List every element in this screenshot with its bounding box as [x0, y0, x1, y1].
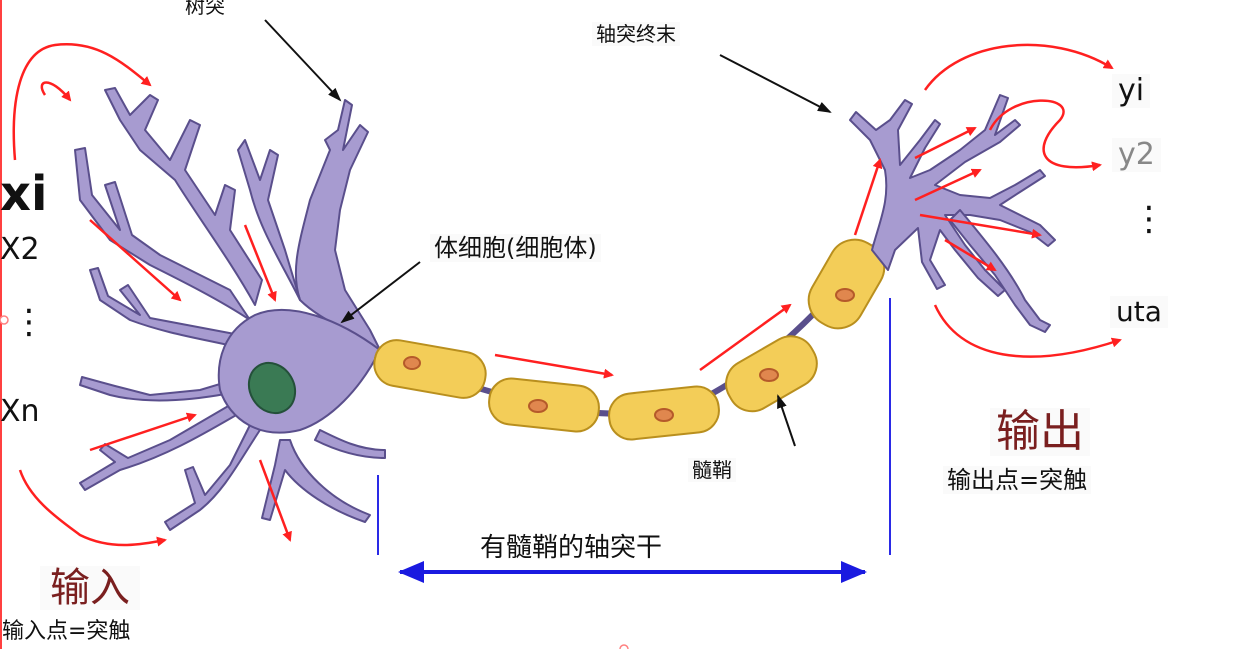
cell-nucleus: [247, 361, 297, 415]
axon-terminal: [849, 94, 1056, 333]
myelin-sheath: [373, 238, 886, 441]
myelinated-axon-label: 有髓鞘的轴突干: [480, 533, 663, 563]
signal-arrows: [12, 42, 1122, 547]
input-x2-label: X2: [0, 232, 40, 267]
output-ellipsis: ⋮: [1132, 199, 1166, 239]
pointer-arrows: [264, 19, 832, 447]
soma-label: 体细胞(细胞体): [430, 234, 601, 262]
input-x1-label: xi: [0, 166, 48, 222]
myelin-label: 髓鞘: [688, 458, 736, 482]
output-note: 输出点=突触: [943, 466, 1092, 494]
output-title: 输出: [990, 408, 1090, 456]
axon-terminal-label: 轴突终末: [592, 22, 680, 46]
cell-body: [74, 87, 386, 531]
input-xn-label: Xn: [0, 394, 40, 429]
output-y2-label: y2: [1112, 138, 1161, 172]
axon-span-indicator: [377, 298, 891, 583]
input-note: 输入点=突触: [2, 619, 131, 644]
input-title: 输入: [40, 566, 140, 610]
output-n-label: uta: [1110, 296, 1168, 328]
input-ellipsis: ⋮: [12, 302, 46, 342]
output-y1-label: yi: [1112, 74, 1151, 108]
dendrite-label: 树突: [185, 0, 225, 18]
